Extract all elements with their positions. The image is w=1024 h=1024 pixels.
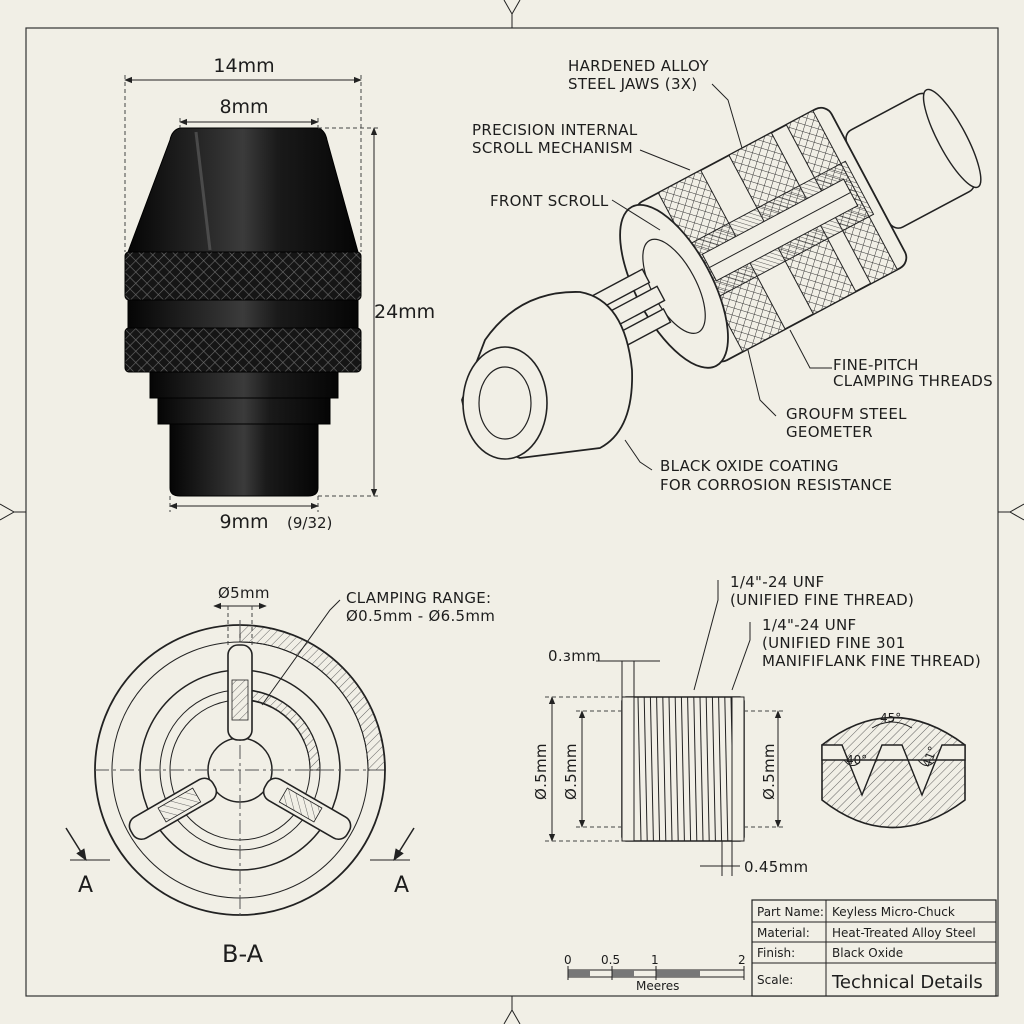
- thread-spec2-line2: (UNIFIED FINE 301: [762, 634, 906, 652]
- thread-crest-line: [656, 696, 661, 842]
- thread-dia-right: Ø.5mm: [760, 743, 778, 800]
- dim-shank-width-imperial: (9/32): [287, 514, 332, 532]
- scale-unit: Meeres: [636, 979, 679, 993]
- callout-scroll-line2: SCROLL MECHANISM: [472, 139, 633, 157]
- thread-pitch-top: 0.ɜmm: [548, 647, 601, 665]
- thread-crest-line: [680, 696, 685, 842]
- thread-angle-left: 40°: [846, 753, 867, 767]
- title-label-scale: Scale:: [757, 973, 793, 987]
- section-cut-label-left: A: [78, 873, 93, 898]
- thread-crest-line: [674, 696, 679, 842]
- thread-crest-line: [693, 696, 698, 842]
- thread-spec1-line2: (UNIFIED FINE THREAD): [730, 591, 914, 609]
- callout-front-scroll: FRONT SCROLL: [490, 192, 609, 210]
- dim-overall-width: 14mm: [213, 55, 274, 77]
- clamping-range-line2: Ø0.5mm - Ø6.5mm: [346, 607, 495, 625]
- thread-crest-line: [668, 696, 673, 842]
- callout-jaws-line2: STEEL JAWS (3X): [568, 75, 698, 93]
- section-bore-diameter: Ø5mm: [218, 584, 270, 602]
- callout-coating-line1: BLACK OXIDE COATING: [660, 457, 839, 475]
- callout-coating-line2: FOR CORROSION RESISTANCE: [660, 476, 892, 494]
- section-cut-label-right: A: [394, 873, 409, 898]
- dim-height: 24mm: [374, 301, 435, 323]
- dim-shank-width: 9mm: [219, 511, 268, 533]
- scale-tick-1: 0.5: [601, 953, 620, 967]
- thread-crest-line: [699, 696, 704, 842]
- thread-angle-top: 45°: [880, 711, 901, 725]
- title-label-part-name: Part Name:: [757, 905, 824, 919]
- thread-crest-line: [662, 696, 667, 842]
- callout-steel-line2: GEOMETER: [786, 423, 873, 441]
- scale-tick-0: 0: [564, 953, 572, 967]
- title-label-material: Material:: [757, 926, 810, 940]
- scale-bar: [567, 966, 745, 980]
- thread-dia-left-2: Ø.5mm: [562, 743, 580, 800]
- thread-angle-right: 41°: [920, 744, 940, 769]
- thread-dia-left-1: Ø.5mm: [532, 743, 550, 800]
- title-value-finish: Black Oxide: [832, 946, 903, 960]
- title-value-material: Heat-Treated Alloy Steel: [832, 926, 976, 940]
- thread-crest-line: [724, 696, 729, 842]
- thread-crest-line: [687, 696, 692, 842]
- section-view: [65, 599, 415, 920]
- thread-crest-line: [637, 696, 642, 842]
- callout-threads-line2: CLAMPING THREADS: [833, 372, 993, 390]
- callout-jaws-line1: HARDENED ALLOY: [568, 57, 709, 75]
- thread-crest-line: [718, 696, 723, 842]
- thread-pitch-bottom: 0.45mm: [744, 858, 808, 876]
- thread-crest-line: [643, 696, 648, 842]
- chuck-dimensions: [124, 75, 380, 512]
- title-label-finish: Finish:: [757, 946, 795, 960]
- callout-threads-line1: FINE-PITCH: [833, 356, 919, 374]
- scale-tick-3: 2: [738, 953, 746, 967]
- callout-steel-line1: GROUFM STEEL: [786, 405, 907, 423]
- clamping-range-line1: CLAMPING RANGE:: [346, 589, 491, 607]
- thread-crest-line: [649, 696, 654, 842]
- thread-spec2-line1: 1/4"-24 UNF: [762, 616, 856, 634]
- thread-detail-view: [545, 580, 966, 876]
- thread-spec1-line1: 1/4"-24 UNF: [730, 573, 824, 591]
- scale-tick-2: 1: [651, 953, 659, 967]
- section-view-title: B-A: [222, 940, 264, 968]
- title-block: [751, 899, 997, 997]
- thread-crest-line: [705, 696, 710, 842]
- thread-crest-line: [711, 696, 716, 842]
- dim-nose-width: 8mm: [219, 96, 268, 118]
- exploded-cutaway-view: [588, 88, 982, 369]
- cutaway-leaders: [611, 83, 832, 471]
- nose-cap-part: [461, 291, 633, 460]
- title-value-scale: Technical Details: [831, 972, 983, 993]
- thread-spec2-line3: MANIFIFLANK FINE THREAD): [762, 652, 981, 670]
- thread-profile-detail: [821, 716, 966, 829]
- chuck-side-view: [124, 127, 362, 497]
- title-value-part-name: Keyless Micro-Chuck: [832, 905, 955, 919]
- callout-scroll-line1: PRECISION INTERNAL: [472, 121, 638, 139]
